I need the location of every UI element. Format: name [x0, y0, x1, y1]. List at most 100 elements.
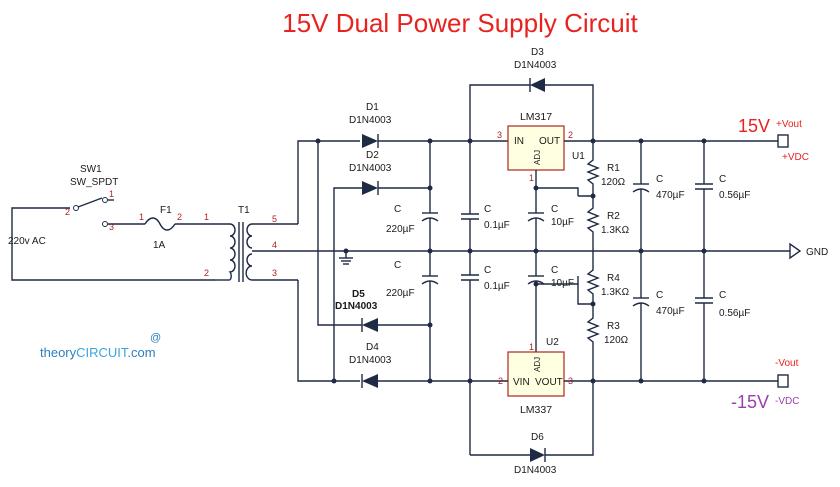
cin-top-value: 220µF [386, 224, 415, 235]
d6-ref: D6 [531, 432, 544, 443]
u1-out-label: OUT [539, 136, 560, 147]
d2-part: D1N4003 [349, 163, 392, 174]
co2-bot-ref: C [719, 290, 726, 301]
cin-top-ref: C [394, 204, 401, 215]
pos-label: +Vout [776, 119, 802, 130]
cadj-top-value: 10µF [551, 217, 574, 228]
diode-d6: D6 D1N4003 [470, 381, 594, 476]
brand-at: @ [150, 332, 161, 344]
u1-ref: U1 [572, 151, 585, 162]
u1-pin-out: 2 [568, 130, 573, 140]
u2-adj-label: ADJ [533, 357, 542, 372]
co2-bot-value: 0.56µF [719, 308, 750, 319]
adj-caps: C 10µF C 10µF [527, 188, 579, 352]
page-title: 15V Dual Power Supply Circuit [282, 8, 638, 38]
d6-part: D1N4003 [514, 465, 557, 476]
fuse-ref: F1 [160, 205, 172, 216]
u2-ref: U2 [546, 337, 559, 348]
switch-pin1: 1 [109, 189, 114, 199]
co2-top-ref: C [719, 174, 726, 185]
cf-top-value: 0.1µF [484, 220, 510, 231]
brand-logo: @ theoryCIRCUIT.com [40, 332, 161, 360]
fuse-pin1: 1 [139, 212, 144, 222]
neg-vdc: -VDC [775, 396, 799, 407]
resistor-r3: R3 120Ω [586, 304, 629, 381]
rectifier: D1 D1N4003 D2 D1N4003 D5 D1N4003 D4 D1N4… [297, 102, 470, 388]
cf-bot-value: 0.1µF [484, 281, 510, 292]
d5-part: D1N4003 [335, 301, 378, 312]
u2-part: LM337 [520, 404, 552, 416]
switch-sw1: SW1 SW_SPDT 2 1 3 [65, 164, 145, 232]
r4-value: 1.3KΩ [601, 287, 630, 298]
d2-ref: D2 [366, 150, 379, 161]
output-negative: -Vout -15V -VDC [731, 358, 799, 412]
cin-bot-value: 220µF [386, 288, 415, 299]
fuse-pin2: 2 [177, 212, 182, 222]
u2-vout-label: VOUT [535, 377, 563, 388]
u2-pin-adj: 1 [529, 342, 534, 352]
regulator-u1: LM317 IN OUT ADJ U1 3 2 1 [470, 111, 778, 196]
fuse-f1: F1 1A 1 2 [139, 205, 230, 251]
fuse-value: 1A [153, 240, 166, 251]
brand-part1: theory [40, 345, 77, 360]
r2-value: 1.3KΩ [601, 225, 630, 236]
r2-ref: R2 [607, 211, 620, 222]
transformer-pin2: 2 [204, 268, 209, 278]
resistor-r4: R4 1.3KΩ [586, 251, 630, 307]
pos-voltage: 15V [738, 116, 770, 136]
u1-pin-adj: 1 [529, 173, 534, 183]
neg-label: -Vout [775, 358, 799, 369]
cout-top-ref: C [656, 174, 663, 185]
diode-d3: D3 D1N4003 [469, 47, 596, 144]
cin-bot-ref: C [394, 260, 401, 271]
gnd-label: GND [806, 247, 828, 258]
u1-in-label: IN [514, 136, 524, 147]
r1-ref: R1 [607, 163, 620, 174]
transformer-pin3: 3 [272, 268, 277, 278]
pos-vdc: +VDC [782, 152, 809, 163]
regulator-u2: LM337 VIN VOUT ADJ U2 2 3 1 [470, 284, 778, 416]
cf-bot-ref: C [484, 265, 491, 276]
cout-top-value: 470µF [656, 190, 685, 201]
u1-pin-in: 3 [497, 130, 502, 140]
co2-top-value: 0.56µF [719, 190, 750, 201]
transformer-ref: T1 [238, 205, 250, 216]
d3-ref: D3 [531, 47, 544, 58]
r4-ref: R4 [607, 273, 620, 284]
switch-type: SW_SPDT [70, 177, 118, 188]
r3-value: 120Ω [604, 335, 629, 346]
brand-text: theoryCIRCUIT.com [40, 345, 156, 360]
output-caps: C 470µF C 470µF C 0.56µF C 0.56µF [632, 138, 750, 384]
d3-part: D1N4003 [514, 60, 557, 71]
u1-adj-label: ADJ [533, 150, 542, 165]
cf-top-ref: C [484, 204, 491, 215]
neg-voltage: -15V [731, 392, 769, 412]
switch-pin2: 2 [65, 207, 70, 217]
d4-part: D1N4003 [349, 355, 392, 366]
ac-input: 220v AC [8, 207, 215, 281]
transformer-pin5: 5 [272, 214, 277, 224]
cadj-top-ref: C [551, 204, 558, 215]
transformer-t1: T1 1 2 5 4 3 [204, 205, 298, 282]
resistor-r1: R1 120Ω [578, 141, 626, 199]
cadj-bot-ref: C [551, 265, 558, 276]
u1-part: LM317 [520, 111, 552, 123]
switch-ref: SW1 [80, 164, 102, 175]
cout-bot-value: 470µF [656, 306, 685, 317]
transformer-pin4: 4 [272, 240, 277, 250]
d1-part: D1N4003 [349, 115, 392, 126]
ac-input-label: 220v AC [8, 236, 46, 247]
d4-ref: D4 [366, 342, 379, 353]
brand-part2: CIRCUIT [76, 345, 129, 360]
resistor-r2: R2 1.3KΩ [586, 196, 630, 251]
output-positive: 15V +Vout +VDC [738, 116, 809, 163]
ground-rail: GND [298, 242, 828, 265]
brand-part3: .com [127, 345, 155, 360]
d1-ref: D1 [366, 102, 379, 113]
cout-bot-ref: C [656, 290, 663, 301]
r3-ref: R3 [607, 321, 620, 332]
input-caps: C 220µF C 220µF C 0.1µF C 0.1µF [386, 138, 510, 455]
switch-pin3: 3 [109, 222, 114, 232]
